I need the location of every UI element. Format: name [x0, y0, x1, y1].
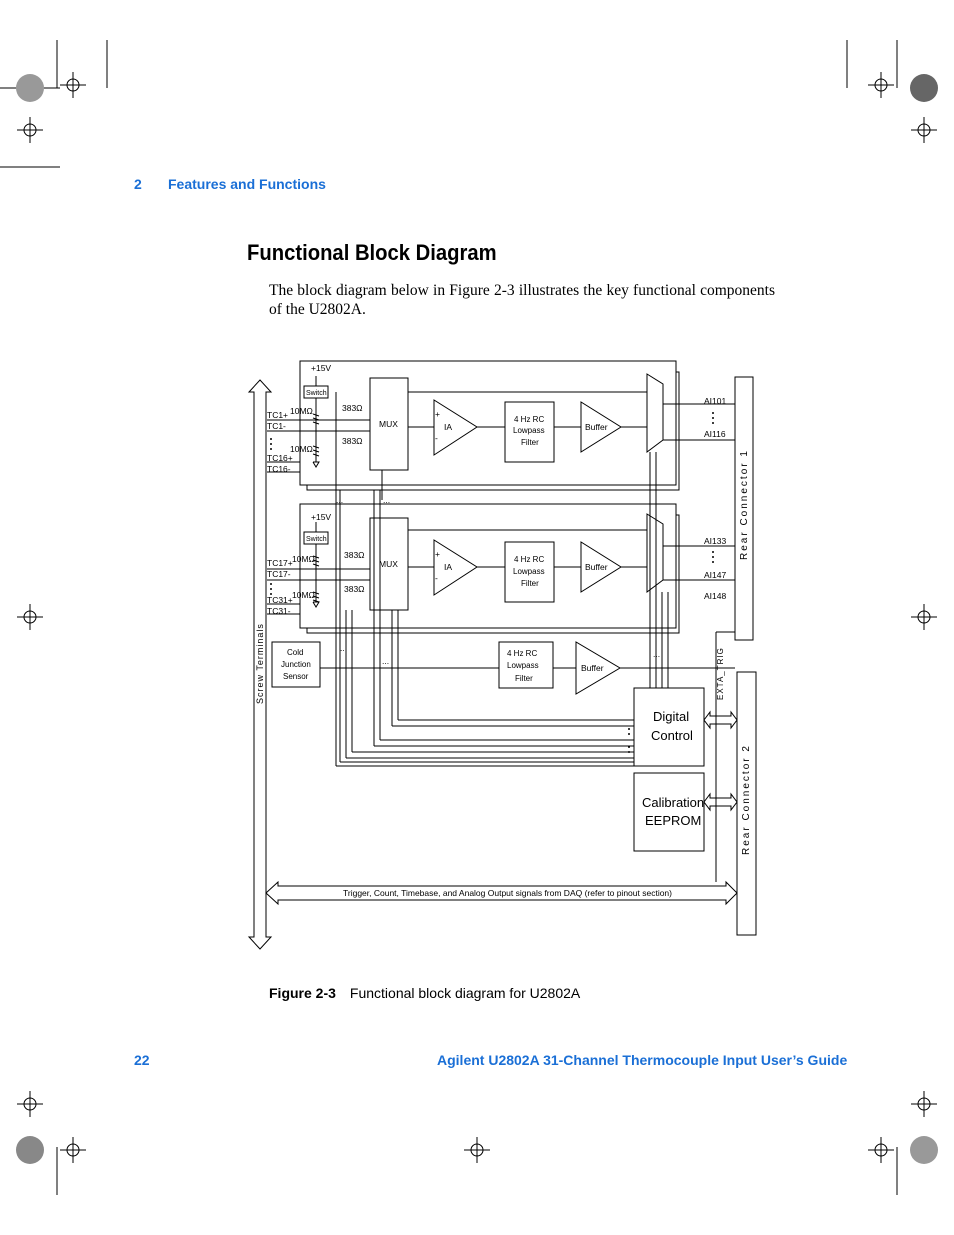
label-buffer-2: Buffer [585, 562, 608, 572]
label-switch-1: Switch [306, 390, 327, 397]
label-ai116: AI116 [704, 429, 726, 439]
label-ai147: AI147 [704, 570, 726, 580]
label-10m-1: 10MΩ [290, 406, 313, 416]
label-filter-1b: Lowpass [513, 426, 545, 435]
label-minus-1: - [435, 433, 438, 443]
label-cal-1: Calibration [642, 795, 704, 810]
section-title: Functional Block Diagram [247, 240, 497, 265]
label-minus-2: - [435, 573, 438, 583]
label-plus-2: + [435, 549, 440, 559]
label-switch-2: Switch [306, 536, 327, 543]
label-cold-1: Cold [287, 648, 303, 657]
label-383-3: 383Ω [344, 550, 365, 560]
figure-caption-text: Functional block diagram for U2802A [349, 985, 581, 1001]
label-cold-3: Sensor [283, 672, 309, 681]
figure-caption: Figure 2-3 Functional block diagram for U… [269, 985, 580, 1001]
label-screw-terminals: Screw Terminals [255, 623, 265, 704]
label-tc16p: TC16+ [267, 453, 293, 463]
intro-paragraph: The block diagram below in Figure 2-3 il… [269, 282, 775, 318]
dots-4: ... [382, 656, 389, 666]
label-10m-3: 10MΩ [292, 554, 315, 564]
label-cal-2: EEPROM [645, 813, 701, 828]
label-10m-2: 10MΩ [290, 444, 313, 454]
label-filter-3c: Filter [515, 674, 533, 683]
label-cold-2: Junction [281, 660, 311, 669]
label-tc16m: TC16- [267, 464, 291, 474]
label-digital-2: Control [651, 728, 693, 743]
label-filter-3a: 4 Hz RC [507, 649, 537, 658]
label-383-4: 383Ω [344, 584, 365, 594]
label-buffer-1: Buffer [585, 422, 608, 432]
label-buffer-3: Buffer [581, 663, 604, 673]
label-ai133: AI133 [704, 536, 726, 546]
label-ai148: AI148 [704, 591, 726, 601]
label-15v-1: +15V [311, 363, 331, 373]
label-mux-2: MUX [379, 559, 398, 569]
dots-2: ... [383, 495, 390, 505]
label-digital-1: Digital [653, 709, 689, 724]
label-filter-1c: Filter [521, 438, 539, 447]
label-filter-2a: 4 Hz RC [514, 555, 544, 564]
dots-5: ... [653, 649, 660, 659]
label-mux-1: MUX [379, 419, 398, 429]
label-bus: Trigger, Count, Timebase, and Analog Out… [343, 888, 672, 898]
label-filter-2c: Filter [521, 579, 539, 588]
label-plus-1: + [435, 409, 440, 419]
label-tc17p: TC17+ [267, 558, 293, 568]
chapter-number: 2 [134, 176, 142, 192]
label-tc17m: TC17- [267, 569, 291, 579]
label-15v-2: +15V [311, 512, 331, 522]
guide-title: Agilent U2802A 31-Channel Thermocouple I… [437, 1052, 848, 1068]
label-ia-2: IA [444, 562, 452, 572]
dots-1: ... [336, 495, 343, 505]
page-number: 22 [134, 1052, 150, 1068]
label-tc1m: TC1- [267, 421, 286, 431]
label-ia-1: IA [444, 422, 452, 432]
label-filter-2b: Lowpass [513, 567, 545, 576]
label-filter-3b: Lowpass [507, 661, 539, 670]
label-tc31m: TC31- [267, 606, 291, 616]
figure-caption-label: Figure 2-3 [269, 985, 336, 1001]
label-383-2: 383Ω [342, 436, 363, 446]
label-rear-connector-1: Rear Connector 1 [739, 449, 750, 560]
label-383-1: 383Ω [342, 403, 363, 413]
label-tc31p: TC31+ [267, 595, 293, 605]
label-filter-1a: 4 Hz RC [514, 415, 544, 424]
label-rear-connector-2: Rear Connector 2 [741, 744, 752, 855]
dots-3: ... [340, 643, 347, 653]
label-10m-4: 10MΩ [292, 590, 315, 600]
label-tc1p: TC1+ [267, 410, 288, 420]
chapter-title: Features and Functions [168, 176, 326, 192]
label-ext-trig: EXTA_TRIG [716, 647, 725, 700]
label-ai101: AI101 [704, 396, 726, 406]
